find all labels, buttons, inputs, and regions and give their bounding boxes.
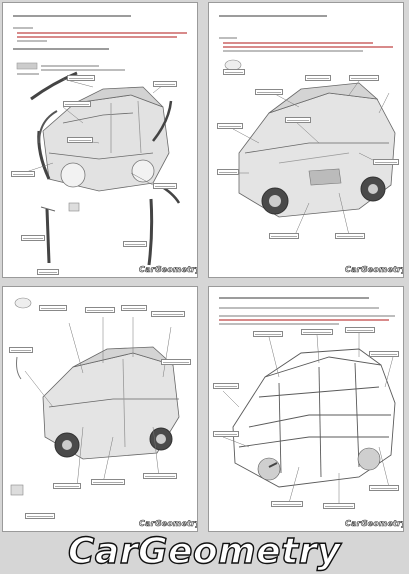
callout-label	[373, 159, 399, 165]
callout-label	[39, 305, 67, 311]
note-line	[223, 46, 393, 48]
callout-label	[143, 473, 177, 479]
callout-label	[67, 137, 93, 143]
callout-label	[285, 117, 311, 123]
body-frame-diagram	[222, 333, 396, 505]
page-panel-4: CarGeometry	[208, 286, 404, 532]
callout-label	[271, 501, 303, 507]
note-line	[17, 36, 177, 38]
callout-label	[53, 483, 81, 489]
watermark: CarGeometry	[345, 519, 404, 529]
callout-label	[345, 327, 375, 333]
callout-label	[301, 329, 333, 335]
watermark: CarGeometry	[139, 519, 198, 529]
callout-label	[217, 169, 239, 175]
callout-label	[253, 331, 283, 337]
callout-label	[151, 311, 185, 317]
note-line	[17, 32, 187, 34]
callout-label	[269, 233, 299, 239]
step-text	[219, 307, 379, 309]
callout-label	[63, 101, 91, 107]
callout-label	[323, 503, 355, 509]
panel-heading	[219, 297, 369, 299]
notes-label	[219, 37, 237, 39]
car-front-diagram	[224, 59, 396, 236]
page-panel-2: CarGeometry	[208, 2, 404, 278]
watermark: CarGeometry	[345, 265, 404, 275]
callout-label	[305, 75, 331, 81]
page-panel-1: CarGeometry	[2, 2, 198, 278]
callout-label	[123, 241, 147, 247]
callout-label	[11, 171, 35, 177]
legend-text	[17, 73, 39, 75]
car-body-diagram	[16, 62, 181, 266]
panel-heading	[219, 15, 327, 17]
callout-label	[25, 513, 55, 519]
note-line	[223, 50, 363, 52]
note-line	[17, 40, 47, 42]
callout-label	[91, 479, 125, 485]
callout-label	[335, 233, 365, 239]
callout-label	[217, 123, 243, 129]
callout-label	[213, 431, 239, 437]
callout-label	[37, 269, 59, 275]
callout-label	[161, 359, 191, 365]
legend-text	[41, 65, 99, 67]
notes-label	[13, 27, 33, 29]
note-line	[223, 42, 373, 44]
callout-label	[349, 75, 379, 81]
callout-label	[369, 351, 399, 357]
car-rear-diagram	[10, 297, 180, 496]
note-line	[219, 319, 389, 321]
note-line	[219, 315, 395, 317]
callout-label	[153, 81, 177, 87]
panel-heading	[13, 15, 131, 17]
legend-text	[41, 69, 125, 71]
site-logo: CarGeometry	[67, 530, 342, 572]
callout-label	[153, 183, 177, 189]
callout-label	[121, 305, 147, 311]
callout-label	[21, 235, 45, 241]
legend-swatch	[16, 62, 38, 70]
callout-label	[9, 347, 33, 353]
watermark: CarGeometry	[139, 265, 198, 275]
callout-label	[223, 69, 245, 75]
callout-label	[369, 485, 399, 491]
callout-label	[85, 307, 115, 313]
page-panel-3: CarGeometry	[2, 286, 198, 532]
step-text	[13, 48, 109, 50]
callout-label	[255, 89, 283, 95]
callout-label	[67, 75, 95, 81]
note-line	[219, 323, 339, 325]
callout-label	[213, 383, 239, 389]
